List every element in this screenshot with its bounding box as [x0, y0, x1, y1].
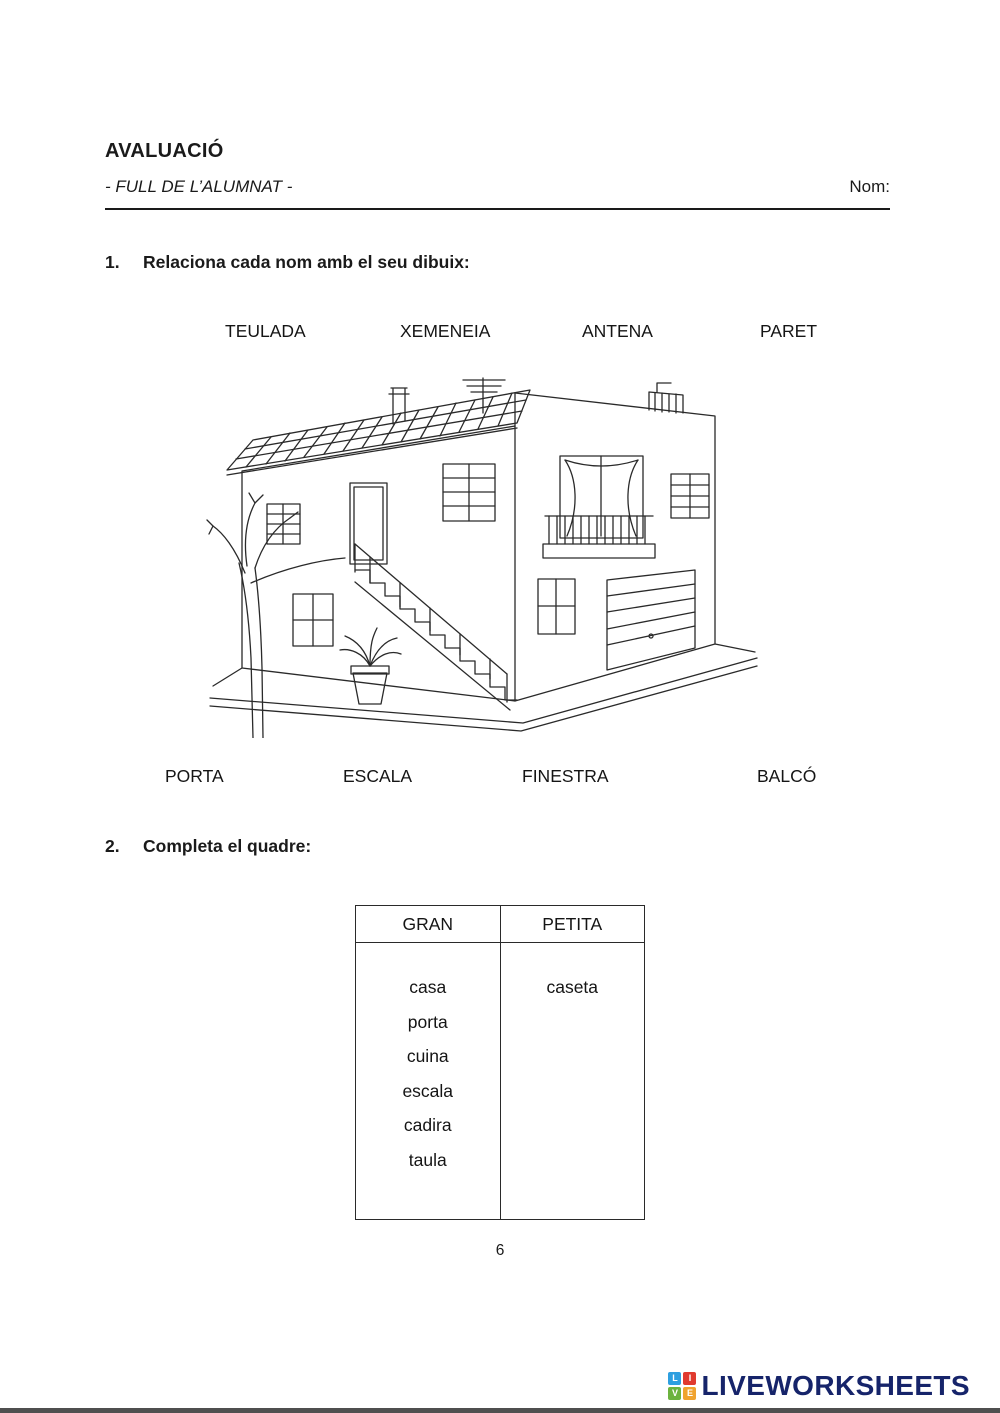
exercise2-heading: 2. Completa el quadre: — [105, 836, 311, 857]
exercise1-instruction: Relaciona cada nom amb el seu dibuix: — [143, 252, 470, 272]
table-header-petita: PETITA — [542, 913, 603, 934]
gran-item-porta: porta — [407, 1011, 448, 1032]
word-teulada[interactable]: TEULADA — [225, 321, 306, 341]
petita-item-caseta: caseta — [546, 977, 599, 997]
logo-square-l: L — [668, 1372, 682, 1385]
name-label: Nom: — [849, 177, 890, 196]
word-balco[interactable]: BALCÓ — [757, 766, 817, 786]
window-blinds-right — [670, 473, 710, 519]
word-paret[interactable]: PARET — [760, 321, 818, 341]
plant-pot — [339, 627, 402, 705]
gran-item-cadira: cadira — [403, 1115, 452, 1136]
window-blinds-left — [442, 463, 496, 522]
exercise2-number: 2. — [105, 836, 120, 856]
window-small — [537, 578, 576, 635]
table-header-row: GRAN PETITA — [356, 906, 644, 943]
brand-text: LIVEWORKSHEETS — [701, 1370, 970, 1401]
gran-item-casa: casa — [409, 977, 447, 997]
door — [349, 482, 388, 565]
house-illustration — [205, 368, 760, 738]
table-column-gran: casa porta cuina escala cadira taula — [356, 943, 501, 1219]
header-divider — [105, 208, 890, 210]
word-antena[interactable]: ANTENA — [582, 321, 653, 341]
roof-terrace-railing — [648, 382, 684, 414]
table-body: casa porta cuina escala cadira taula cas… — [356, 943, 644, 1219]
subtitle: - FULL DE L’ALUMNAT - — [105, 177, 293, 196]
table-header-gran: GRAN — [356, 906, 501, 942]
chimney — [388, 387, 410, 425]
word-porta[interactable]: PORTA — [165, 766, 224, 786]
roof — [226, 389, 531, 476]
gran-item-cuina: cuina — [406, 1046, 449, 1067]
garage-door — [606, 569, 696, 671]
gran-item-taula: taula — [408, 1149, 447, 1170]
page-title: AVALUACIÓ — [105, 140, 224, 162]
logo-square-v: V — [668, 1387, 682, 1400]
subtitle-row: - FULL DE L’ALUMNAT - Nom: — [105, 177, 890, 197]
balcony — [542, 455, 656, 559]
ground-lines — [209, 643, 758, 732]
liveworksheets-logo[interactable]: L I V E LIVEWORKSHEETS — [668, 1370, 970, 1402]
exercise2-instruction: Completa el quadre: — [143, 836, 312, 856]
exercise1-number: 1. — [105, 252, 120, 272]
bottom-edge-bar — [0, 1408, 1000, 1413]
table-column-petita[interactable]: caseta — [501, 943, 645, 1219]
exercise1-heading: 1. Relaciona cada nom amb el seu dibuix: — [105, 252, 470, 273]
window-four-pane — [292, 593, 334, 647]
liveworksheets-grid-icon: L I V E — [668, 1372, 697, 1400]
word-xemeneia[interactable]: XEMENEIA — [400, 321, 491, 341]
page-number: 6 — [495, 1242, 505, 1259]
tree — [206, 492, 346, 738]
word-escala[interactable]: ESCALA — [343, 766, 413, 786]
logo-square-i: I — [683, 1372, 697, 1385]
right-wall — [514, 392, 716, 702]
antenna — [462, 377, 506, 414]
word-finestra[interactable]: FINESTRA — [522, 766, 609, 786]
stairs — [354, 543, 518, 711]
gran-petita-table: GRAN PETITA casa porta cuina escala cadi… — [355, 905, 645, 1220]
window-shuttered — [266, 503, 301, 545]
gran-item-escala: escala — [402, 1080, 454, 1101]
logo-square-e: E — [683, 1387, 697, 1400]
